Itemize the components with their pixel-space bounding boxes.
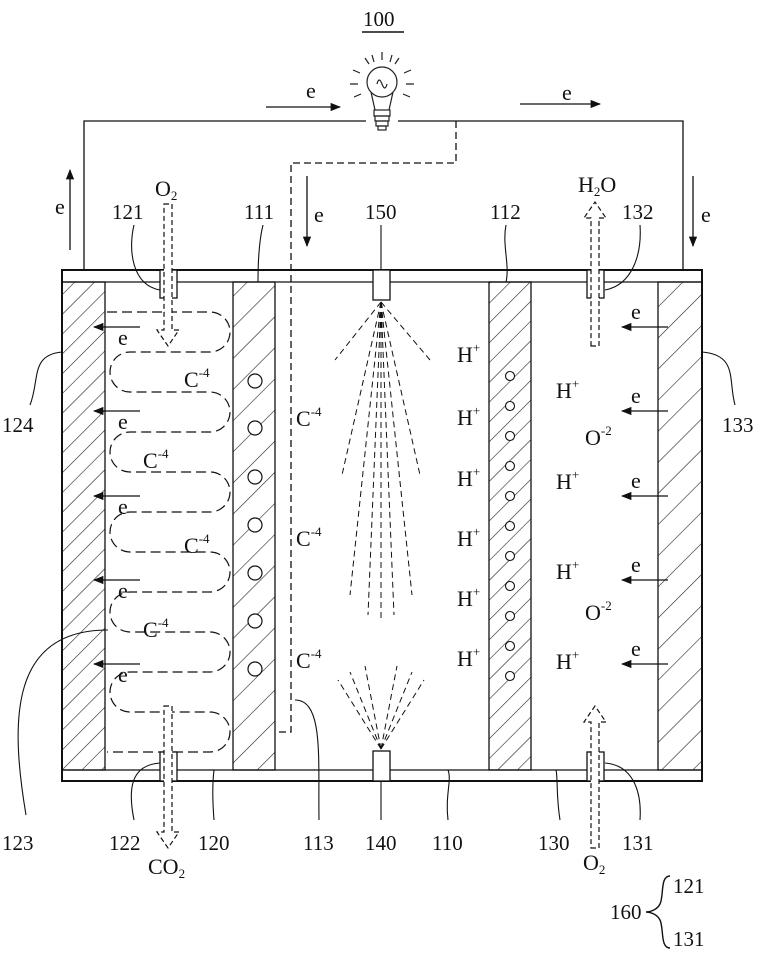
ref-123: 123 [2,831,34,855]
svg-text:H+: H+ [556,376,579,403]
e-right-5: e [631,636,641,661]
ref-130: 130 [538,831,570,855]
svg-text:H+: H+ [457,524,480,551]
electron-label-middle: e [314,202,324,227]
nozzle-150 [373,270,390,300]
svg-text:H+: H+ [556,647,579,674]
cell-housing [62,270,702,781]
svg-text:O-2: O-2 [585,598,612,625]
brace-ref-121: 121 [673,874,705,898]
ref-160: 160 [610,900,642,924]
electron-label-right: e [701,202,711,227]
svg-text:C-4: C-4 [296,524,322,551]
nozzle-140 [373,751,390,781]
svg-text:C-4: C-4 [143,615,169,642]
svg-text:C-4: C-4 [296,404,322,431]
brace-ref-131: 131 [673,927,705,951]
e-left-5: e [118,662,128,687]
svg-text:H+: H+ [556,467,579,494]
svg-text:C-4: C-4 [143,446,169,473]
ref-140: 140 [365,831,397,855]
electron-label-top-right: e [562,80,572,105]
svg-text:H+: H+ [457,403,480,430]
o2-inlet-label: O2 [155,176,177,203]
electron-label-left: e [55,194,65,219]
e-left-2: e [118,409,128,434]
e-right-1: e [631,299,641,324]
ref-113: 113 [303,831,334,855]
e-right-4: e [631,552,641,577]
ref-120: 120 [198,831,230,855]
svg-text:H+: H+ [556,557,579,584]
e-right-3: e [631,468,641,493]
electron-label-top-left: e [306,78,316,103]
brace-icon [646,876,670,948]
lamp-ref-label: 100 [363,7,395,31]
svg-text:H+: H+ [457,464,480,491]
electrode-133 [658,282,702,770]
ref-133: 133 [722,413,754,437]
h2o-outlet-label: H2O [578,172,616,199]
o2-bottom-label: O2 [583,850,605,877]
ref-132: 132 [622,200,654,224]
svg-text:C-4: C-4 [184,365,210,392]
spray-top [335,302,430,620]
ref-112: 112 [490,200,521,224]
ref-122: 122 [109,831,141,855]
svg-text:H+: H+ [457,584,480,611]
carbon-ion-labels-channel: C-4 C-4 C-4 C-4 [143,365,210,642]
light-bulb-icon [350,52,414,130]
ref-111: 111 [244,200,274,224]
svg-text:C-4: C-4 [184,531,210,558]
svg-text:H+: H+ [457,644,480,671]
oxide-labels: O-2 O-2 [585,423,612,625]
e-right-2: e [631,383,641,408]
e-left-3: e [118,494,128,519]
ref-121: 121 [112,200,144,224]
leader-lines [18,225,735,820]
spray-bottom [338,666,424,749]
svg-text:C-4: C-4 [296,646,322,673]
e-left-1: e [118,325,128,350]
electrode-124 [62,282,105,770]
carbon-ion-labels-chamber: C-4 C-4 C-4 [296,404,322,673]
co2-outlet-label: CO2 [148,854,185,881]
ref-110: 110 [432,831,463,855]
e-left-4: e [118,578,128,603]
svg-text:H+: H+ [457,340,480,367]
ref-124: 124 [2,413,34,437]
svg-text:O-2: O-2 [585,423,612,450]
ref-150: 150 [365,200,397,224]
ref-131: 131 [622,831,654,855]
